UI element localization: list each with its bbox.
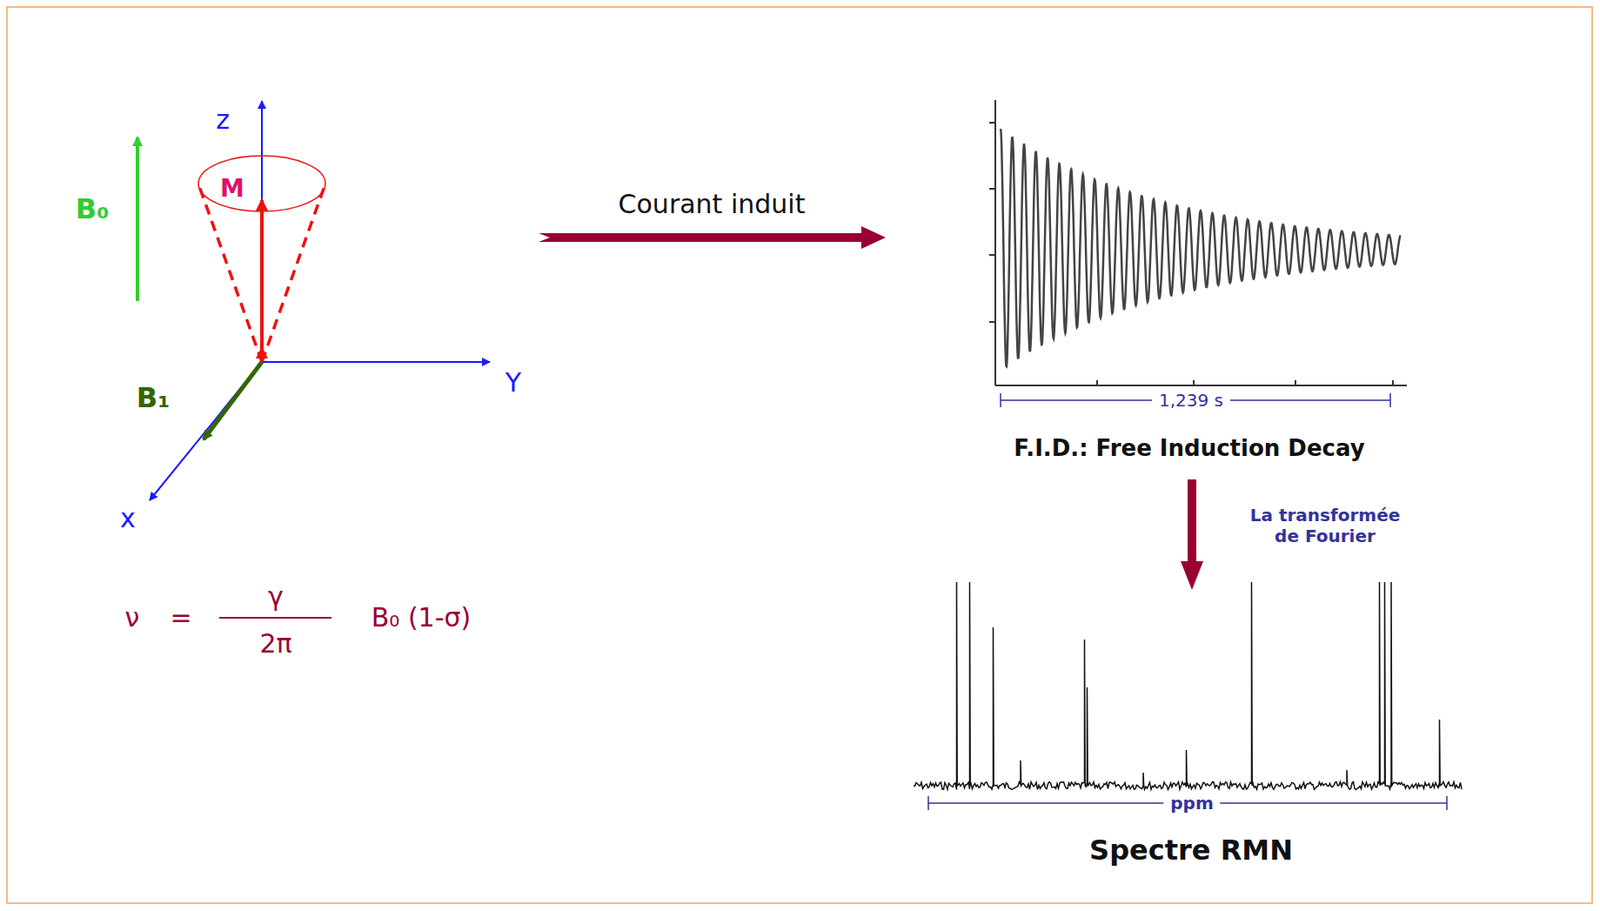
z-axis xyxy=(261,100,263,362)
formula-text: = xyxy=(169,602,192,634)
formula-text: B₀ (1-σ) xyxy=(371,602,471,634)
vector-label: M xyxy=(220,174,245,204)
page-frame xyxy=(6,6,1593,904)
fid-signal xyxy=(1000,128,1401,367)
formula-text: γ xyxy=(267,581,284,613)
figure-caption: F.I.D.: Free Induction Decay xyxy=(1013,435,1365,462)
fid-axis xyxy=(994,100,997,386)
figure-caption: Spectre RMN xyxy=(1089,833,1293,867)
magnetization-vector xyxy=(260,348,264,362)
arrow-label: La transformée de Fourier xyxy=(1238,504,1413,547)
magnetization-vector xyxy=(260,200,264,362)
fraction-bar xyxy=(219,616,332,619)
formula-text: ν xyxy=(125,602,141,634)
field-label: B₀ xyxy=(75,192,109,226)
y-axis xyxy=(261,361,490,363)
nmr-spectrum xyxy=(913,582,1462,790)
axis-label: x xyxy=(120,502,136,535)
cone-line xyxy=(261,186,325,362)
process-arrow xyxy=(1180,479,1204,590)
arrow-label: Courant induit xyxy=(618,188,806,221)
cone-line xyxy=(199,186,262,362)
dimension-label: 1,239 s xyxy=(1151,389,1231,411)
formula-text: 2π xyxy=(259,628,292,660)
process-arrow xyxy=(538,226,886,249)
axis-label: z xyxy=(215,104,230,136)
axis-label: Y xyxy=(505,367,522,399)
b1-vector xyxy=(203,361,262,440)
b0-vector xyxy=(135,137,140,302)
field-label: B₁ xyxy=(136,381,170,415)
fid-axis xyxy=(995,384,1407,387)
dimension-label: ppm xyxy=(1163,792,1220,814)
